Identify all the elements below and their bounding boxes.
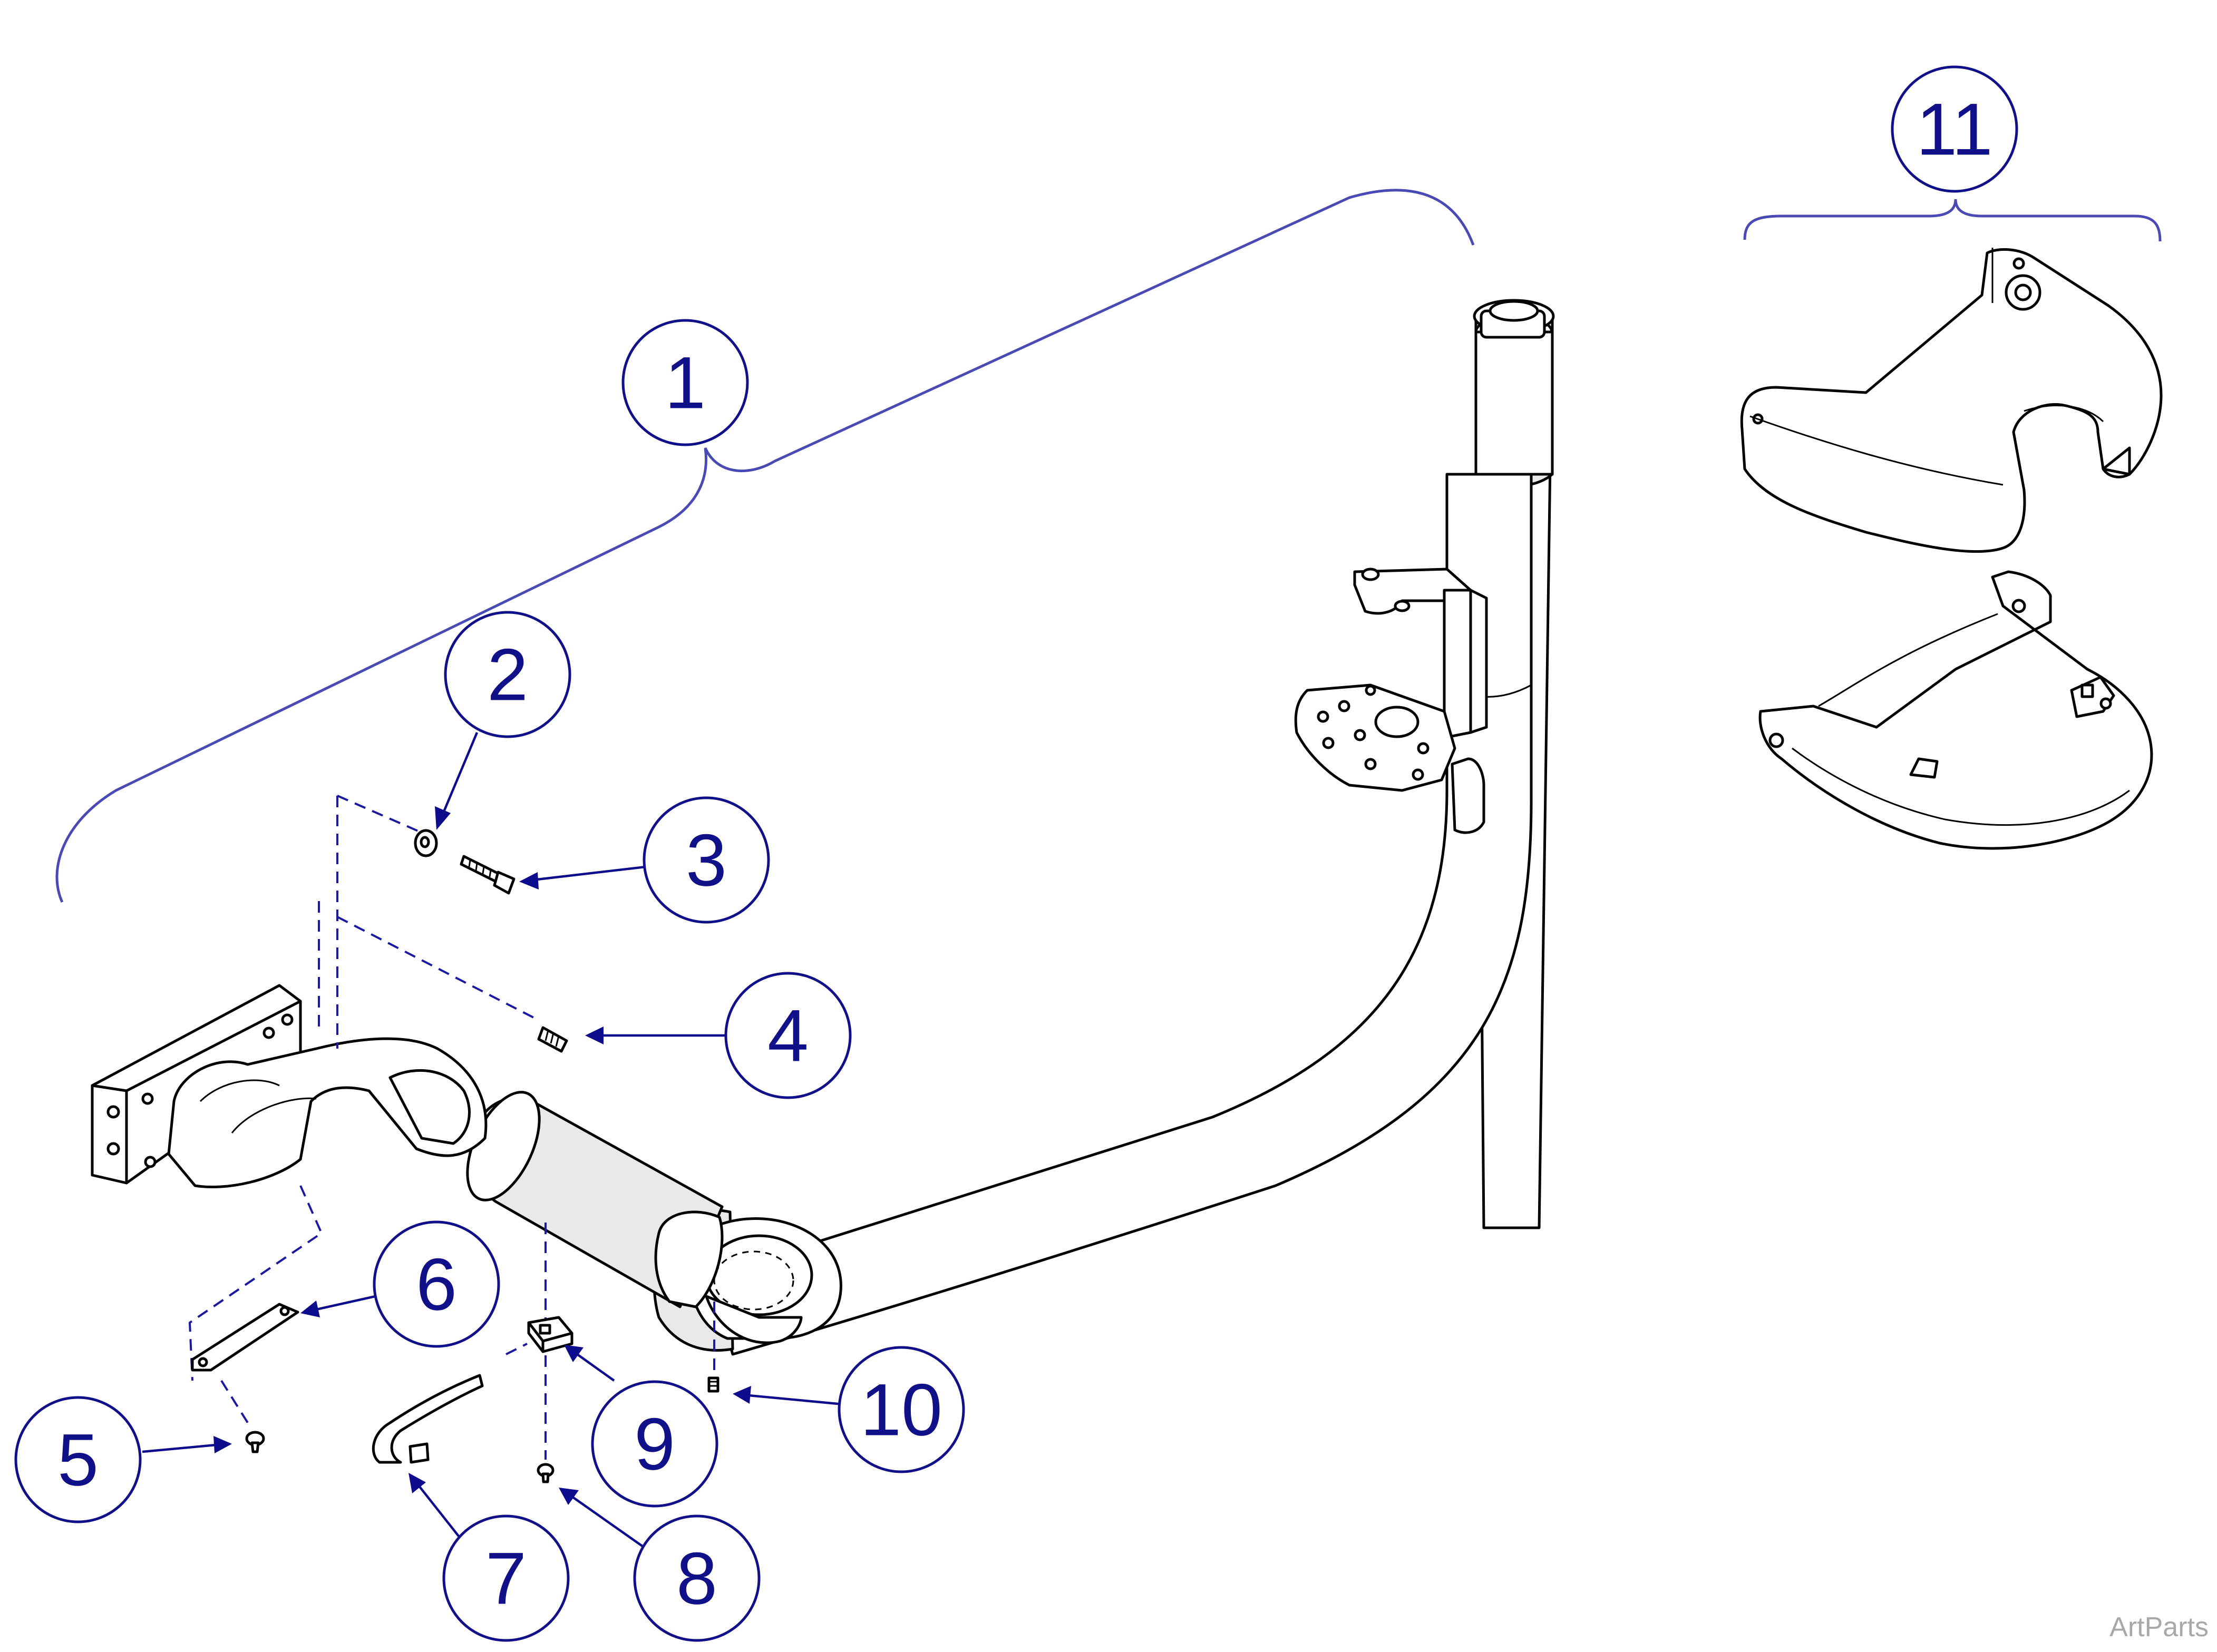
assembly-lines (188, 795, 715, 1460)
leader-lines (142, 732, 844, 1548)
callout-3: 3 (643, 796, 770, 924)
svg-text:1: 1 (665, 341, 706, 424)
set-screw-10 (707, 1376, 719, 1393)
callout-10: 10 (838, 1346, 965, 1473)
callout-9: 9 (591, 1380, 718, 1508)
callout-2: 2 (444, 611, 571, 738)
svg-text:7: 7 (485, 1537, 527, 1620)
callout-1: 1 (621, 319, 749, 446)
svg-text:9: 9 (634, 1403, 675, 1485)
svg-text:4: 4 (767, 994, 809, 1077)
washer-2 (414, 829, 438, 857)
wall-mount-block (91, 984, 488, 1188)
top-cover (1740, 248, 2163, 553)
screw-5 (245, 1431, 265, 1453)
bracket-plate (1294, 568, 1488, 792)
brace-assembly-1 (55, 189, 1475, 903)
svg-text:3: 3 (686, 819, 727, 902)
callout-4: 4 (724, 972, 852, 1099)
svg-text:2: 2 (487, 633, 528, 716)
cover-strip-6 (191, 1303, 299, 1372)
svg-text:10: 10 (860, 1368, 942, 1451)
support-arm (466, 299, 1555, 1356)
screw-8 (537, 1463, 555, 1483)
svg-text:5: 5 (57, 1419, 99, 1501)
screw-3 (460, 855, 516, 895)
clip-block-9 (527, 1316, 573, 1353)
callout-6: 6 (373, 1220, 500, 1348)
callout-11: 11 (1891, 65, 2018, 193)
svg-text:6: 6 (416, 1243, 457, 1326)
brace-assembly-11 (1743, 199, 2162, 242)
bottom-cover (1758, 570, 2153, 850)
svg-text:8: 8 (676, 1537, 717, 1620)
cable-clip-7 (372, 1374, 484, 1464)
callout-8: 8 (633, 1514, 761, 1642)
callout-5: 5 (14, 1396, 142, 1523)
watermark-text: ArtParts (2109, 1612, 2209, 1643)
set-screw-4 (537, 1026, 568, 1053)
callout-7: 7 (442, 1514, 570, 1642)
svg-text:11: 11 (1916, 88, 1992, 171)
